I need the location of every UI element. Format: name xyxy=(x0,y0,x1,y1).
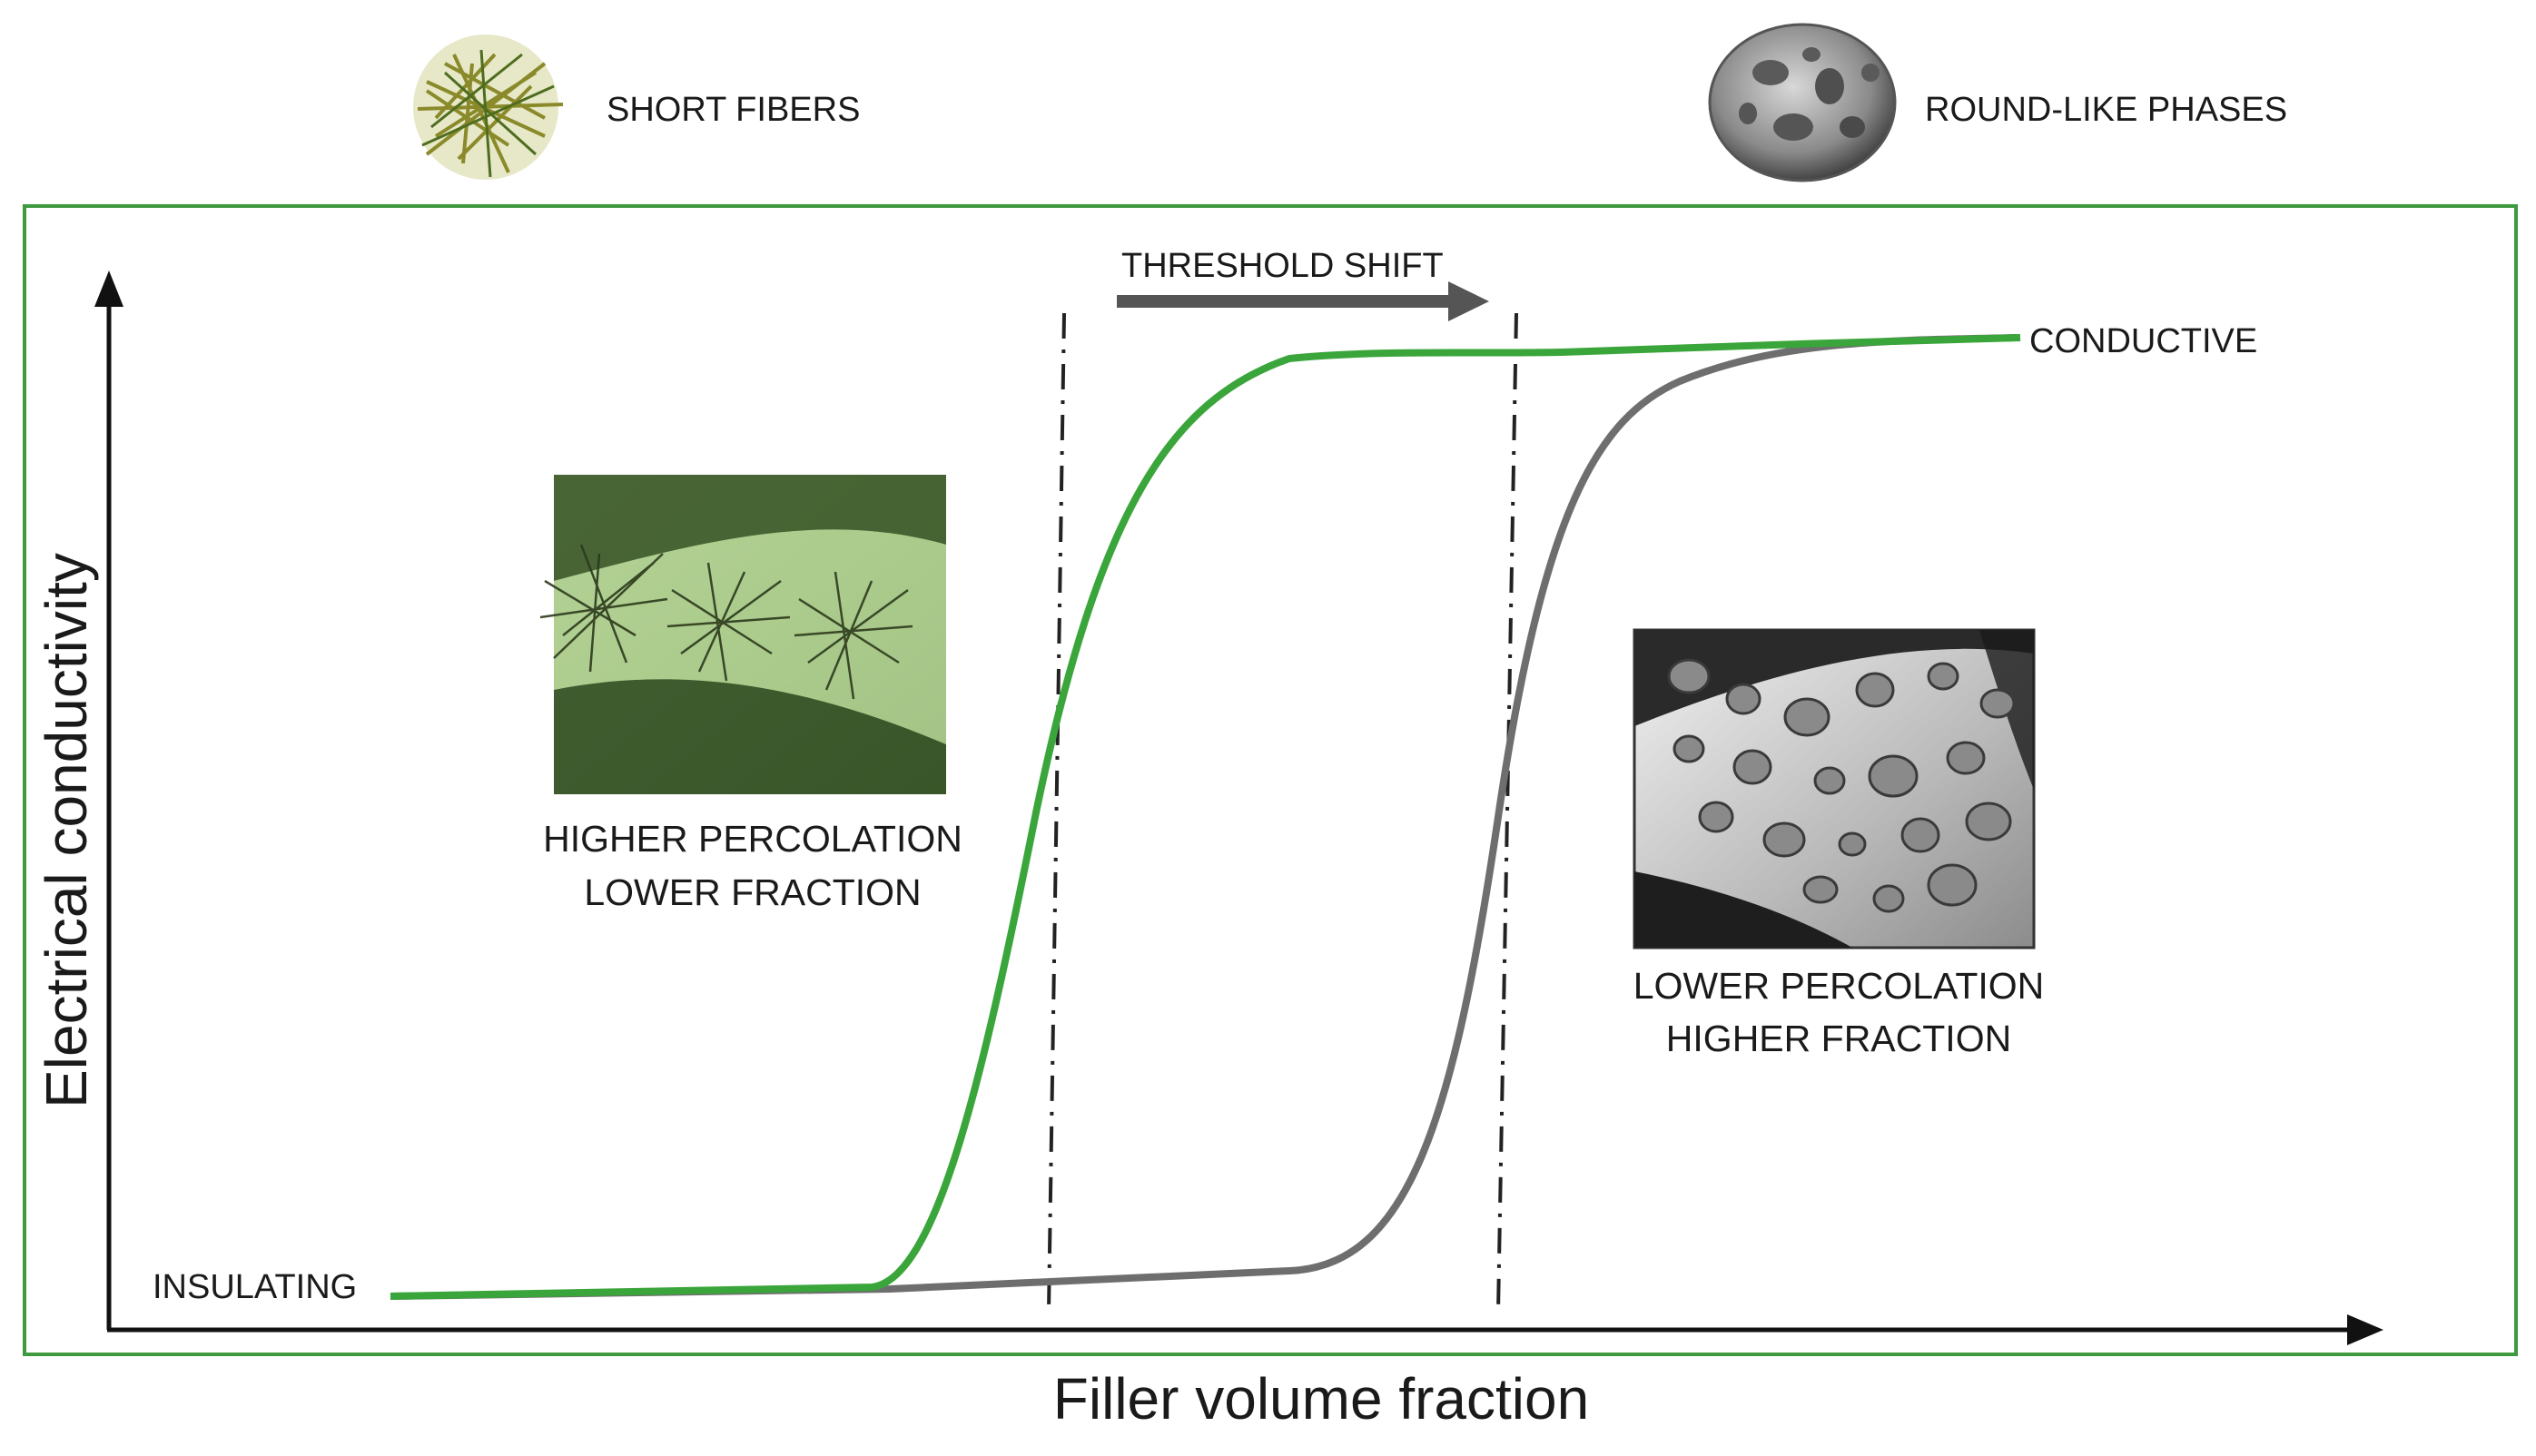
fibers-caption-line2: LOWER FRACTION xyxy=(584,871,921,913)
phases-threshold-line xyxy=(1496,312,1518,1313)
short-fibers-curve xyxy=(390,334,2021,1300)
round-like-phases-curve xyxy=(390,334,2017,1300)
y-axis-label: Electrical conductivity xyxy=(34,553,99,1108)
short-fibers-micrograph xyxy=(539,475,946,794)
insulating-label: INSULATING xyxy=(153,1268,357,1306)
phases-caption-line1: LOWER PERCOLATION xyxy=(1633,965,2045,1007)
fibers-threshold-line xyxy=(1047,312,1066,1313)
plot-frame xyxy=(23,204,2518,1356)
threshold-shift-arrowhead xyxy=(1448,281,1489,321)
round-like-phases-label: ROUND-LIKE PHASES xyxy=(1925,91,2287,129)
threshold-shift-label: THRESHOLD SHIFT xyxy=(1121,247,1444,285)
short-fibers-icon xyxy=(413,34,564,180)
round-like-phases-icon xyxy=(1708,23,1897,182)
round-like-phases-micrograph xyxy=(1633,628,2036,949)
short-fibers-label: SHORT FIBERS xyxy=(607,91,860,129)
x-axis-label: Filler volume fraction xyxy=(1053,1366,1589,1431)
y-axis-arrow xyxy=(94,271,123,307)
x-axis-arrow xyxy=(2347,1314,2383,1345)
conductive-label: CONDUCTIVE xyxy=(2029,322,2257,360)
phases-caption-line2: HIGHER FRACTION xyxy=(1666,1018,2011,1059)
fibers-caption-line1: HIGHER PERCOLATION xyxy=(543,818,962,860)
